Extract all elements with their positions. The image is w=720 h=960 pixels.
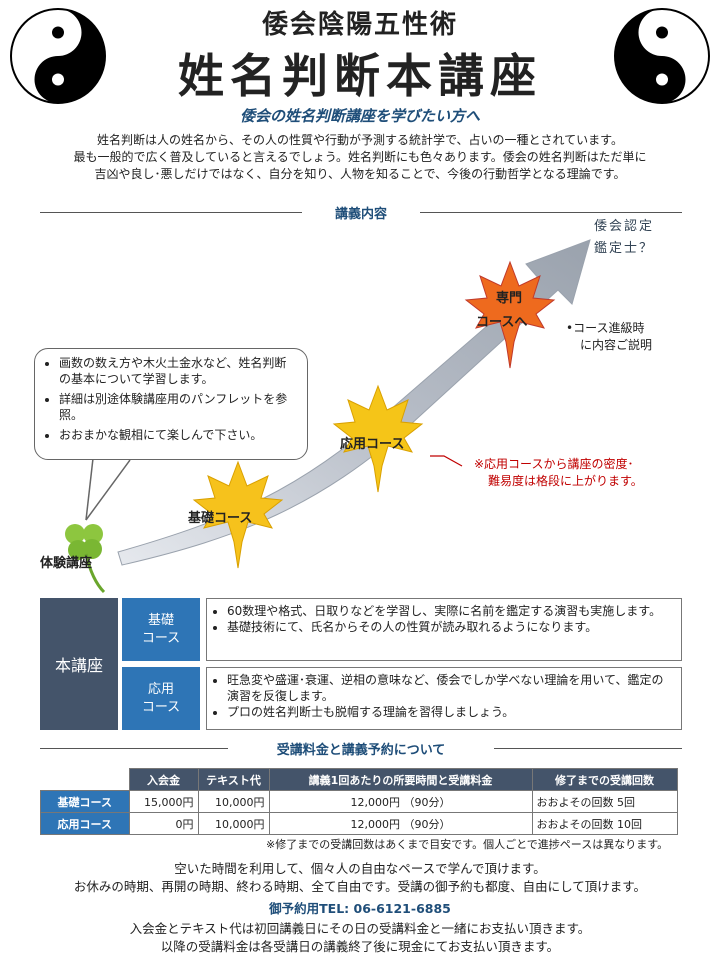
- table-cell: 10,000円: [197, 812, 270, 835]
- column-header: 講義1回あたりの所要時間と受講料金: [268, 768, 533, 791]
- bubble-item: 画数の数え方や木火土金水など、姓名判断の基本について学習します。: [59, 355, 297, 387]
- tag-line: コース: [141, 699, 181, 715]
- applied-course-tag: 応用コース: [122, 667, 200, 730]
- column-header: テキスト代: [197, 768, 270, 791]
- yin-yang-icon: [614, 8, 710, 104]
- reservation-phone[interactable]: 御予約用TEL: 06-6121-6885: [269, 901, 451, 916]
- table-corner: [41, 769, 130, 791]
- table-cell: 15,000円: [128, 790, 199, 813]
- table-cell: 10,000円: [197, 790, 270, 813]
- subtitle: 倭会の姓名判断講座を学びたい方へ: [239, 107, 480, 125]
- column-header: 入会金: [128, 768, 199, 791]
- table-cell: 12,000円 （90分）: [268, 790, 533, 813]
- difficulty-note-line: 難易度は格段に上がります。: [488, 474, 643, 488]
- tag-line: コース: [141, 630, 181, 646]
- page-title: 姓名判断本講座: [178, 49, 542, 103]
- trial-speech-bubble: 画数の数え方や木火土金水など、姓名判断の基本について学習します。 詳細は別途体験…: [34, 348, 308, 460]
- table-cell: おおよその回数 5回: [531, 790, 678, 813]
- maple-leaf-yellow-icon: [192, 460, 284, 569]
- footer-line: 空いた時間を利用して、個々人の自由なペースで学んで頂けます。: [174, 861, 546, 876]
- section-heading-fees: 受講料金と講義予約について: [276, 743, 446, 758]
- goal-label: 倭会認定 鑑定士？: [594, 216, 654, 260]
- row-header: 応用コース: [40, 812, 130, 835]
- bubble-pointer: [85, 459, 131, 521]
- step-basic: 基礎コース: [188, 511, 253, 526]
- bubble-item: おおまかな観相にて楽しんで下さい。: [59, 427, 297, 443]
- maple-leaf-yellow-icon: [332, 384, 424, 493]
- table-header-row: 入会金 テキスト代 講義1回あたりの所要時間と受講料金 修了までの受講回数: [41, 768, 678, 791]
- tag-line: 基礎: [147, 612, 174, 628]
- applied-course-description: 旺急変や盛運･衰運、逆相の意味など、倭会でしか学べない理論を用いて、鑑定の演習を…: [206, 667, 682, 730]
- basic-course-description: 60数理や格式、日取りなどを学習し、実際に名前を鑑定する演習も実施します。 基礎…: [206, 598, 682, 661]
- intro-line: 最も一般的で広く普及していると言えるでしょう。姓名判断にも色々あります。倭会の姓…: [73, 150, 647, 164]
- table-cell: 12,000円 （90分）: [268, 812, 533, 835]
- yin-yang-icon: [10, 8, 106, 104]
- step-expert: 専門: [496, 291, 523, 306]
- row-header: 基礎コース: [40, 790, 130, 813]
- intro-line: 姓名判断は人の姓名から、その人の性質や行動が予測する統計学で、占いの一種とされて…: [97, 133, 623, 147]
- course-item: 60数理や格式、日取りなどを学習し、実際に名前を鑑定する演習も実施します。: [227, 603, 673, 619]
- goal-line: 倭会認定: [594, 219, 655, 234]
- step-applied: 応用コース: [340, 437, 405, 452]
- note-bracket: [430, 455, 463, 467]
- table-cell: おおよその回数 10回: [531, 812, 678, 835]
- progress-arrow-graphic: [65, 239, 591, 594]
- difficulty-note: ※応用コースから講座の密度･ 難易度は格段に上がります。: [474, 456, 643, 490]
- table-cell: 0円: [128, 812, 199, 835]
- table-row: 基礎コース 15,000円 10,000円 12,000円 （90分） おおよそ…: [40, 790, 678, 813]
- footer-line: 入会金とテキスト代は初回講義日にその日の受講料金と一緒にお支払い頂きます。: [129, 921, 591, 936]
- difficulty-note-line: ※応用コースから講座の密度･: [474, 457, 634, 471]
- side-note-line: に内容ご説明: [580, 338, 653, 352]
- course-item: 旺急変や盛運･衰運、逆相の意味など、倭会でしか学べない理論を用いて、鑑定の演習を…: [227, 672, 673, 704]
- bubble-item: 詳細は別途体験講座用のパンフレットを参照。: [59, 391, 297, 423]
- divider: [40, 748, 228, 749]
- side-note-line: •コース進級時: [566, 321, 645, 335]
- clover-icon: [65, 524, 106, 594]
- footer-line: お休みの時期、再開の時期、終わる時期、全て自由です。受講の御予約も都度、自由にし…: [73, 879, 647, 894]
- step-trial: 体験講座: [40, 556, 93, 571]
- tag-line: 応用: [147, 681, 174, 697]
- table-note: ※修了までの受講回数はあくまで目安です。個人ごとで進捗ペースは異なります。: [266, 838, 669, 851]
- fee-table: 入会金 テキスト代 講義1回あたりの所要時間と受講料金 修了までの受講回数 基礎…: [40, 768, 678, 835]
- divider: [494, 748, 682, 749]
- side-note: •コース進級時 に内容ご説明: [566, 320, 652, 354]
- intro-text: 姓名判断は人の姓名から、その人の性質や行動が予測する統計学で、占いの一種とされて…: [30, 132, 690, 183]
- divider: [40, 212, 302, 213]
- footer-line: 以降の受講料金は各受講日の講義終了後に現金にてお支払い頂きます。: [160, 939, 560, 954]
- basic-course-tag: 基礎コース: [122, 598, 200, 661]
- column-header: 修了までの受講回数: [531, 768, 678, 791]
- course-item: 基礎技術にて、氏名からその人の性質が読み取れるようになります。: [227, 619, 673, 635]
- divider: [420, 212, 682, 213]
- table-row: 応用コース 0円 10,000円 12,000円 （90分） おおよその回数 1…: [40, 812, 678, 835]
- title-top: 倭会陰陽五性術: [261, 10, 458, 40]
- goal-line: 鑑定士？: [594, 241, 655, 256]
- step-expert-line2: コースへ: [476, 315, 528, 330]
- maple-leaf-red-icon: [464, 260, 556, 369]
- section-heading-content: 講義内容: [334, 207, 387, 222]
- course-item: プロの姓名判断士も脱帽する理論を習得しましょう。: [227, 704, 673, 720]
- intro-line: 吉凶や良し･悪しだけではなく、自分を知り、人物を知ることで、今後の行動哲学となる…: [94, 167, 626, 181]
- main-course-label: 本講座: [40, 598, 118, 730]
